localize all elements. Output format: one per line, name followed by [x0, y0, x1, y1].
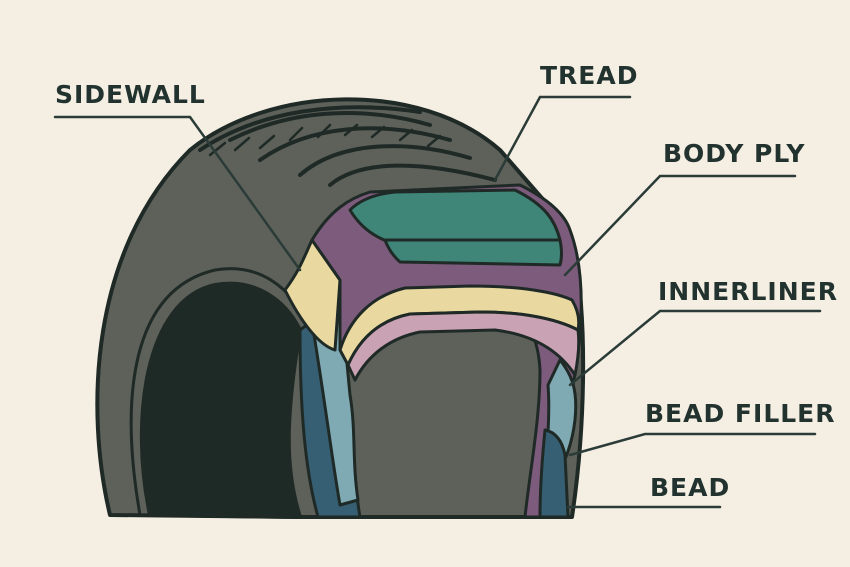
label-bead: BEAD	[650, 473, 731, 502]
tread-grooves	[198, 105, 497, 187]
leader-body-ply	[563, 174, 797, 277]
cross-section-tread-layer-lower	[383, 238, 563, 267]
tire-inner-opening	[139, 281, 302, 519]
cross-section-pink-layer	[346, 310, 581, 382]
leader-tread	[493, 95, 632, 182]
tread-sipes	[208, 123, 442, 157]
leader-innerliner	[568, 309, 822, 387]
label-innerliner: INNERLINER	[658, 277, 838, 306]
cross-section-bead-right	[538, 428, 570, 519]
label-bead-filler: BEAD FILLER	[645, 399, 836, 428]
label-tread: TREAD	[540, 61, 639, 90]
sidewall-ridge	[129, 267, 307, 517]
leader-lines	[53, 95, 822, 509]
leader-bead-filler	[568, 432, 817, 457]
label-body-ply: BODY PLY	[663, 139, 806, 168]
cross-section-tread-layer	[348, 188, 562, 250]
label-sidewall: SIDEWALL	[55, 80, 206, 109]
leader-sidewall	[53, 115, 302, 272]
